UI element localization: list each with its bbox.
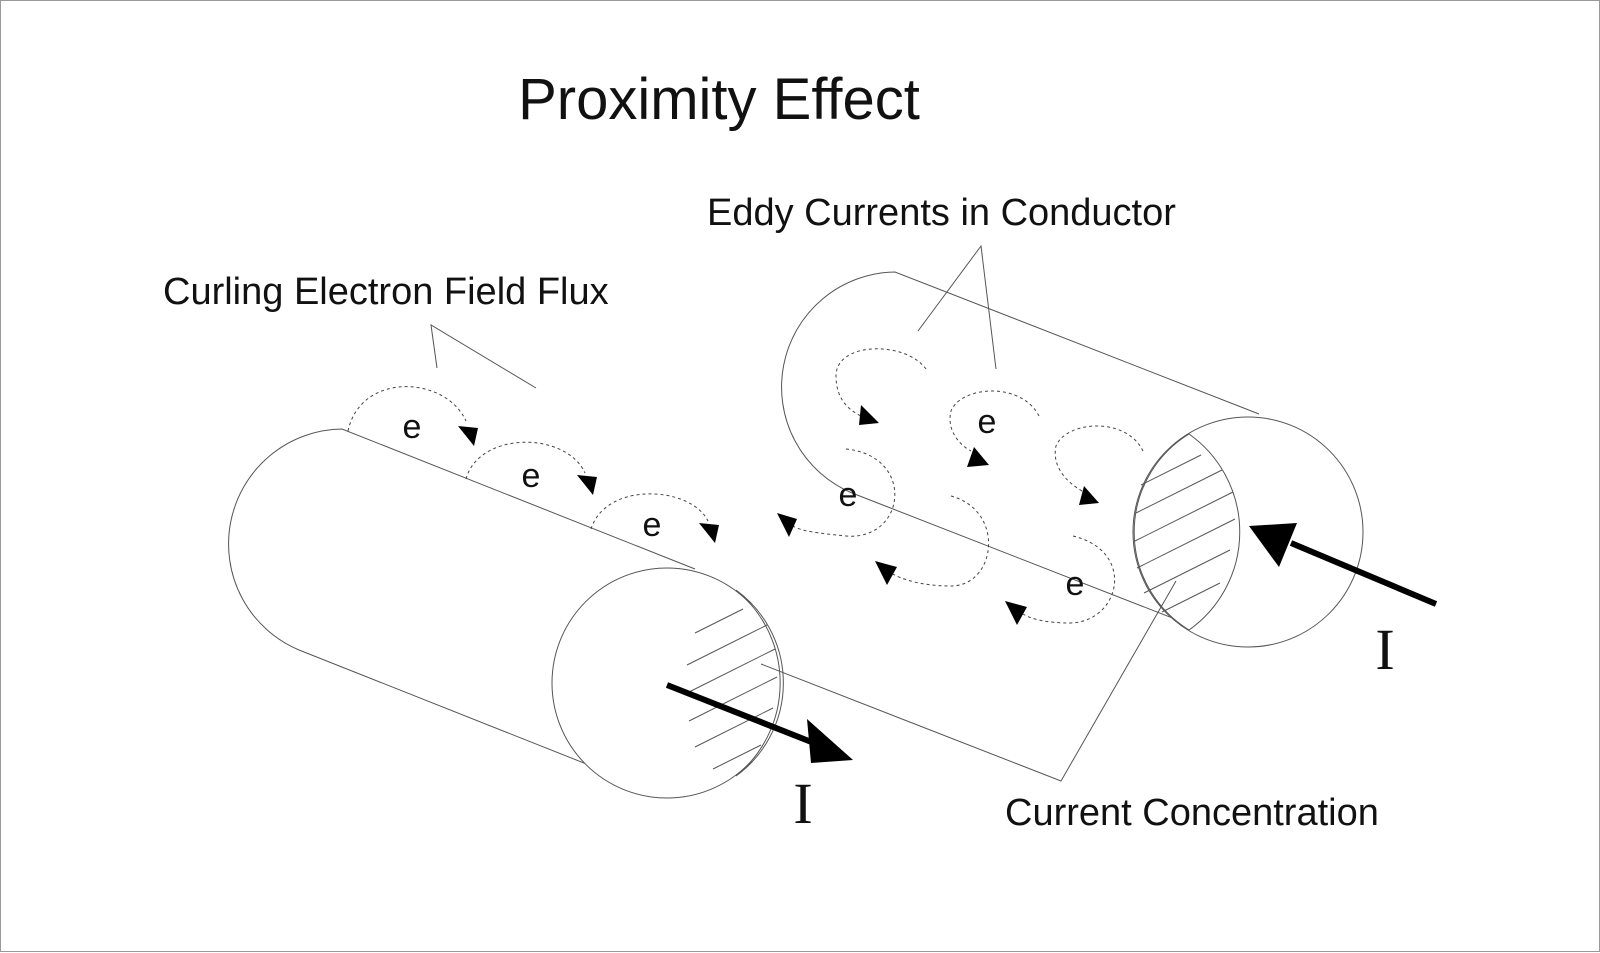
left-conductor <box>228 428 784 799</box>
flux-arrowhead <box>458 426 478 446</box>
eddy-arrowhead <box>875 561 897 585</box>
flux-loop <box>465 441 586 480</box>
current-concentration-label: Current Concentration <box>1005 792 1379 834</box>
eddy-currents-label: Eddy Currents in Conductor <box>707 192 1176 234</box>
eddy-loop <box>890 495 989 587</box>
flux-arrowhead <box>699 523 719 543</box>
electron-symbols: e e e e e e <box>403 403 1085 603</box>
left-current-arrow <box>665 682 853 763</box>
curling-flux-leader <box>430 324 537 389</box>
right-current-arrow-shaft <box>1289 540 1438 607</box>
left-conductor-end-face <box>551 567 783 799</box>
left-hatch-lines <box>686 608 778 770</box>
current-concentration-leader <box>760 580 1177 782</box>
right-hatch-lines <box>1134 454 1236 613</box>
left-current-concentration-region <box>735 589 784 777</box>
left-current-symbol: I <box>793 771 812 836</box>
left-current-arrowhead <box>807 719 853 763</box>
left-current-arrow-shaft <box>665 682 821 748</box>
eddy-current-loops <box>777 348 1144 625</box>
right-current-symbol: I <box>1375 617 1394 682</box>
electron-symbol: e <box>1066 565 1085 603</box>
right-conductor-body <box>781 271 1260 636</box>
diagram-title: Proximity Effect <box>518 67 920 132</box>
right-current-concentration-region <box>1133 433 1241 631</box>
eddy-arrowhead <box>1005 601 1027 625</box>
flux-loop <box>347 386 467 432</box>
eddy-arrowhead <box>859 405 879 425</box>
electron-symbol: e <box>403 408 422 446</box>
curling-flux-loops <box>347 386 719 543</box>
eddy-arrowhead <box>967 447 989 467</box>
electron-symbol: e <box>643 506 662 544</box>
left-conductor-body <box>228 428 696 791</box>
eddy-loop <box>1054 425 1144 494</box>
electron-symbol: e <box>839 476 858 514</box>
right-current-arrowhead <box>1249 523 1297 567</box>
eddy-loop <box>835 348 927 417</box>
eddy-loop <box>1022 535 1115 624</box>
eddy-loop <box>949 390 1040 452</box>
right-conductor <box>781 271 1364 648</box>
eddy-arrowhead <box>1079 486 1099 505</box>
eddy-arrowhead <box>777 513 797 537</box>
curling-flux-label: Curling Electron Field Flux <box>163 271 609 313</box>
eddy-currents-leader <box>917 244 997 370</box>
right-current-arrow <box>1249 523 1438 607</box>
electron-symbol: e <box>978 403 997 441</box>
flux-loop <box>590 493 709 530</box>
electron-symbol: e <box>522 457 541 495</box>
flux-arrowhead <box>577 475 597 495</box>
